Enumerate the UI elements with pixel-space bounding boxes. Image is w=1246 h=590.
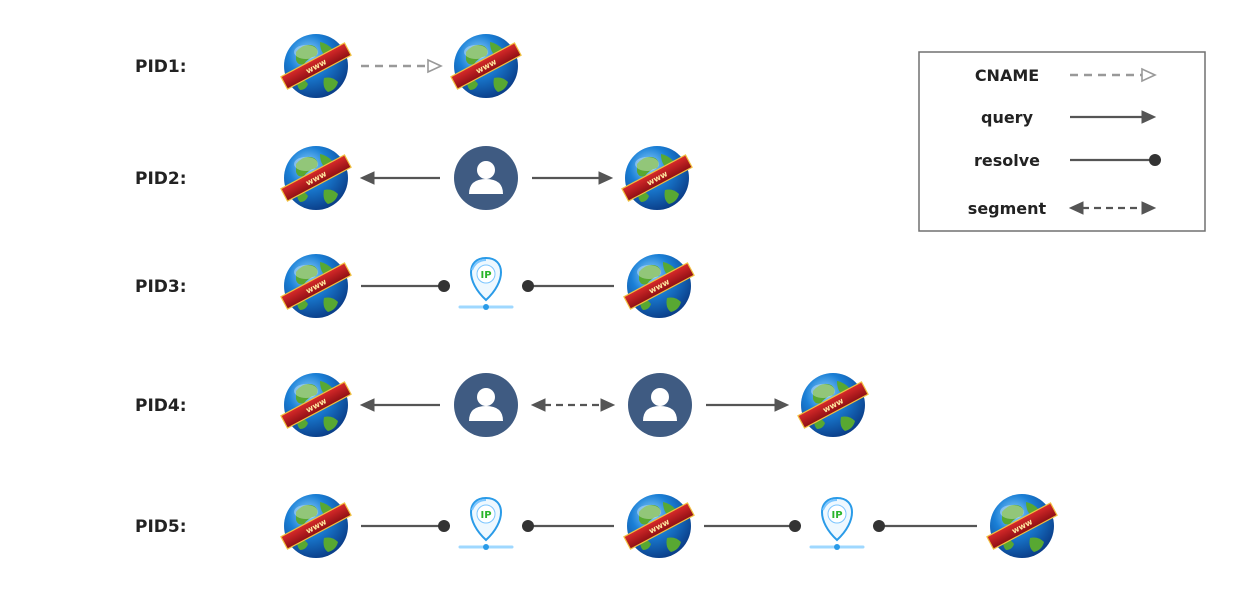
pid-label: PID2: xyxy=(135,169,187,189)
edge-resolve xyxy=(361,520,450,532)
www-globe-icon: www xyxy=(280,146,352,210)
edge-query xyxy=(532,171,614,185)
ip-location-icon: IP xyxy=(458,496,514,550)
pid-row: PID5: www IP www IP www xyxy=(135,494,1058,558)
www-globe-icon: www xyxy=(986,494,1058,558)
user-icon xyxy=(454,146,518,210)
legend-label: segment xyxy=(968,199,1047,218)
ip-text: IP xyxy=(480,510,491,521)
edge-cname xyxy=(1070,67,1157,83)
edge-resolve xyxy=(522,520,614,532)
pid-row: PID3: www IP www xyxy=(135,254,695,318)
www-globe-icon: www xyxy=(623,254,695,318)
pid-label: PID1: xyxy=(135,57,187,77)
user-icon xyxy=(628,373,692,437)
www-globe-icon: www xyxy=(450,34,522,98)
edge-resolve xyxy=(704,520,801,532)
edge-resolve xyxy=(522,280,614,292)
legend-label: resolve xyxy=(974,151,1040,170)
www-globe-icon: www xyxy=(280,494,352,558)
legend-item-query: query xyxy=(981,108,1157,127)
ip-location-icon: IP xyxy=(809,496,865,550)
pid-row: PID1: www www xyxy=(135,34,522,98)
edge-segment xyxy=(1068,201,1157,215)
www-globe-icon: www xyxy=(797,373,869,437)
legend-item-cname: CNAME xyxy=(975,66,1157,85)
legend: CNAME query resolve segment xyxy=(918,51,1206,232)
ip-text: IP xyxy=(831,510,842,521)
pid-row: PID2: www www xyxy=(135,146,693,210)
www-globe-icon: www xyxy=(280,34,352,98)
edge-resolve xyxy=(361,280,450,292)
pid-label: PID4: xyxy=(135,396,187,416)
www-globe-icon: www xyxy=(623,494,695,558)
edge-segment xyxy=(530,398,616,412)
user-icon xyxy=(454,373,518,437)
legend-label: CNAME xyxy=(975,66,1039,85)
legend-item-segment: segment xyxy=(968,199,1157,218)
www-globe-icon: www xyxy=(280,373,352,437)
edge-query xyxy=(359,398,440,412)
ip-location-icon: IP xyxy=(458,256,514,310)
edge-resolve xyxy=(1070,154,1161,166)
legend-item-resolve: resolve xyxy=(974,151,1161,170)
legend-box xyxy=(918,51,1206,232)
edge-query xyxy=(1070,110,1157,124)
edge-resolve xyxy=(873,520,977,532)
www-globe-icon: www xyxy=(280,254,352,318)
ip-text: IP xyxy=(480,270,491,281)
legend-label: query xyxy=(981,108,1034,127)
pid-label: PID3: xyxy=(135,277,187,297)
www-globe-icon: www xyxy=(621,146,693,210)
edge-query xyxy=(359,171,440,185)
pid-label: PID5: xyxy=(135,517,187,537)
pid-row: PID4: www www xyxy=(135,373,869,437)
edge-cname xyxy=(361,58,443,74)
edge-query xyxy=(706,398,790,412)
